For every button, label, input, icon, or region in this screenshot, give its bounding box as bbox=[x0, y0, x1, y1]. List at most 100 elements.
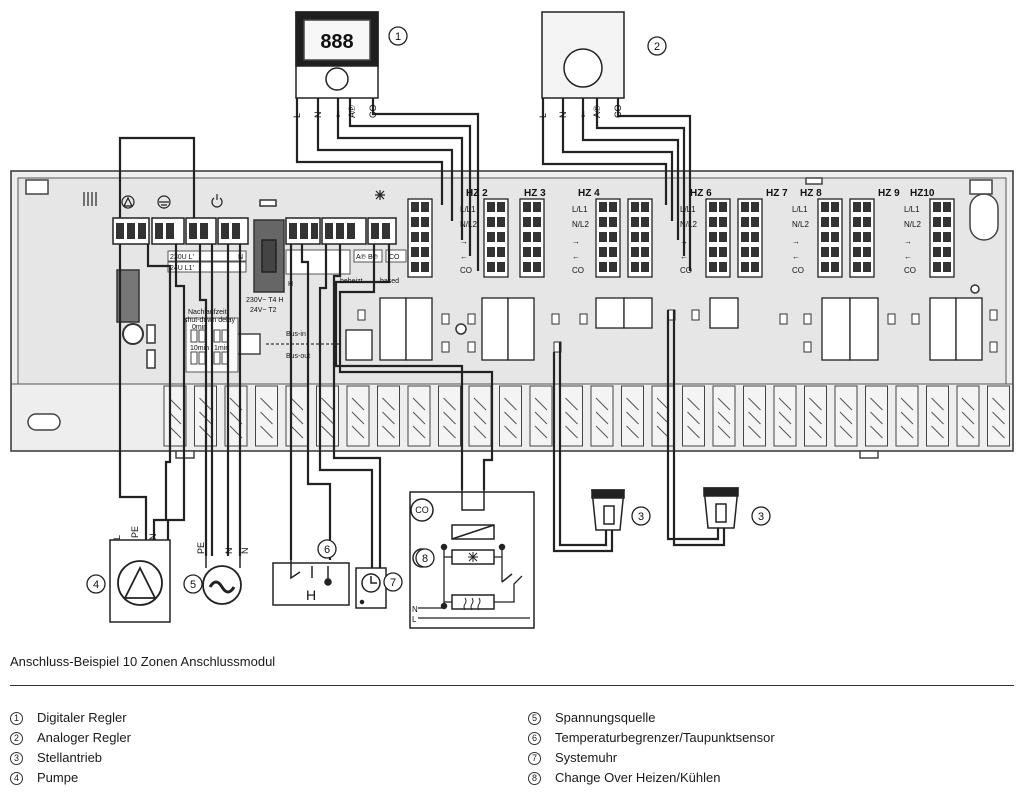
terminal-row-label: → bbox=[572, 237, 580, 246]
changeover-co-label: CO bbox=[415, 505, 429, 515]
terminal-row-label: CO bbox=[572, 266, 584, 275]
legend-number: 4 bbox=[10, 771, 23, 785]
module-label-n: N bbox=[238, 254, 243, 261]
terminal-row-label: ← bbox=[572, 252, 580, 261]
module-label-1min: 1min bbox=[214, 345, 229, 352]
callout-number: 6 bbox=[324, 544, 330, 556]
zone-header: HZ 4 bbox=[578, 188, 600, 199]
zone-header: HZ10 bbox=[910, 188, 935, 199]
wire-label-pe-2: PE bbox=[196, 542, 206, 554]
module-label-a: A℗ bbox=[356, 254, 367, 261]
terminal-row-label: N/L2 bbox=[460, 220, 477, 229]
terminal-row-label: L/L1 bbox=[680, 205, 696, 214]
zone-header: HZ 7 bbox=[766, 188, 788, 199]
terminal-row-label: N/L2 bbox=[680, 220, 697, 229]
terminal-row-label: ← bbox=[460, 252, 468, 261]
legend-text: Stellantrieb bbox=[37, 750, 103, 765]
module-label-24v-t2: 24V~ T2 bbox=[250, 307, 277, 314]
legend-text: Analoger Regler bbox=[37, 730, 131, 745]
module-label-shutdown: shut-down delay bbox=[184, 317, 235, 324]
callout-circle bbox=[751, 506, 771, 526]
legend-item: 4 Pumpe bbox=[10, 768, 131, 788]
legend-number: 8 bbox=[528, 771, 541, 785]
terminal-row-label: L/L1 bbox=[792, 205, 808, 214]
terminal-row-label: CO bbox=[792, 266, 804, 275]
legend-text: Pumpe bbox=[37, 770, 79, 785]
module-label-230v: 230U L' bbox=[170, 254, 194, 261]
terminal-row-label: CO bbox=[460, 266, 472, 275]
module-label-nachlaufzeit: Nachlaufzeit bbox=[188, 309, 227, 316]
module-label-h: H bbox=[288, 281, 293, 288]
legend-text: Temperaturbegrenzer/Taupunktsensor bbox=[555, 730, 775, 745]
module-label-co: CO bbox=[389, 254, 400, 261]
bus-in-label: Bus-in bbox=[286, 331, 306, 338]
callout-circle bbox=[647, 36, 667, 56]
zone-header: HZ 6 bbox=[690, 188, 712, 199]
terminal-label: ⇐ bbox=[578, 110, 588, 118]
terminal-row-label: → bbox=[680, 237, 688, 246]
terminal-row-label: CO bbox=[904, 266, 916, 275]
terminal-label: N bbox=[313, 112, 323, 119]
legend-number: 5 bbox=[528, 711, 541, 725]
legend-text: Systemuhr bbox=[555, 750, 618, 765]
legend-item: 5 Spannungsquelle bbox=[528, 708, 775, 728]
controller-display: 888 bbox=[320, 31, 353, 53]
callout-circle bbox=[317, 539, 337, 559]
callout-number: 3 bbox=[758, 511, 764, 523]
wire-label-n-2: N bbox=[224, 548, 234, 555]
terminal-row-label: L/L1 bbox=[904, 205, 920, 214]
module-label-beheizt: beheizt bbox=[340, 278, 363, 285]
wire-label-n-3: N bbox=[240, 548, 250, 555]
callout-number: 7 bbox=[390, 577, 396, 589]
module-label-230v-t4: 230V~ T4 H bbox=[246, 297, 283, 304]
legend-number: 1 bbox=[10, 711, 23, 725]
limiter-h-label: H bbox=[306, 587, 316, 603]
callout-circle bbox=[415, 548, 435, 568]
callout-number: 1 bbox=[395, 31, 401, 43]
callout-number: 2 bbox=[654, 41, 660, 53]
terminal-label: CO bbox=[613, 105, 623, 119]
legend-item: 1 Digitaler Regler bbox=[10, 708, 131, 728]
module-label-based: based bbox=[380, 278, 399, 285]
terminal-label: L bbox=[538, 113, 548, 118]
callout-number: 8 bbox=[422, 553, 428, 565]
legend-text: Spannungsquelle bbox=[555, 710, 656, 725]
callout-number: 5 bbox=[190, 579, 196, 591]
terminal-row-label: L/L1 bbox=[460, 205, 476, 214]
changeover-l-label: L bbox=[412, 615, 417, 624]
callout-circle bbox=[388, 26, 408, 46]
figure-caption: Anschluss-Beispiel 10 Zonen Anschlussmod… bbox=[10, 654, 276, 669]
terminal-label: A℗ bbox=[347, 105, 357, 118]
bus-out-label: Bus-out bbox=[286, 353, 310, 360]
temperature-limiter bbox=[272, 562, 350, 606]
callout-circle bbox=[631, 506, 651, 526]
terminal-row-label: L/L1 bbox=[572, 205, 588, 214]
terminal-row-label: CO bbox=[680, 266, 692, 275]
terminal-row-label: ← bbox=[792, 252, 800, 261]
wire-label-n: N bbox=[148, 534, 158, 541]
actuator bbox=[703, 487, 739, 529]
wire-label-pe: PE bbox=[130, 526, 140, 538]
terminal-row-label: N/L2 bbox=[792, 220, 809, 229]
wire-label-l: L bbox=[112, 535, 122, 540]
zone-header: HZ 3 bbox=[524, 188, 546, 199]
terminal-label: N bbox=[558, 112, 568, 119]
terminal-row-label: → bbox=[904, 237, 912, 246]
terminal-row-label: N/L2 bbox=[904, 220, 921, 229]
module-label-b: B℗ bbox=[368, 254, 379, 261]
zone-header: HZ 8 bbox=[800, 188, 822, 199]
terminal-label: L bbox=[292, 113, 302, 118]
callout-circle bbox=[183, 574, 203, 594]
terminal-label: ⇐ bbox=[333, 110, 343, 118]
callout-number: 3 bbox=[638, 511, 644, 523]
legend-text: Digitaler Regler bbox=[37, 710, 127, 725]
caption-divider bbox=[10, 685, 1014, 686]
terminal-label: CO bbox=[368, 105, 378, 119]
